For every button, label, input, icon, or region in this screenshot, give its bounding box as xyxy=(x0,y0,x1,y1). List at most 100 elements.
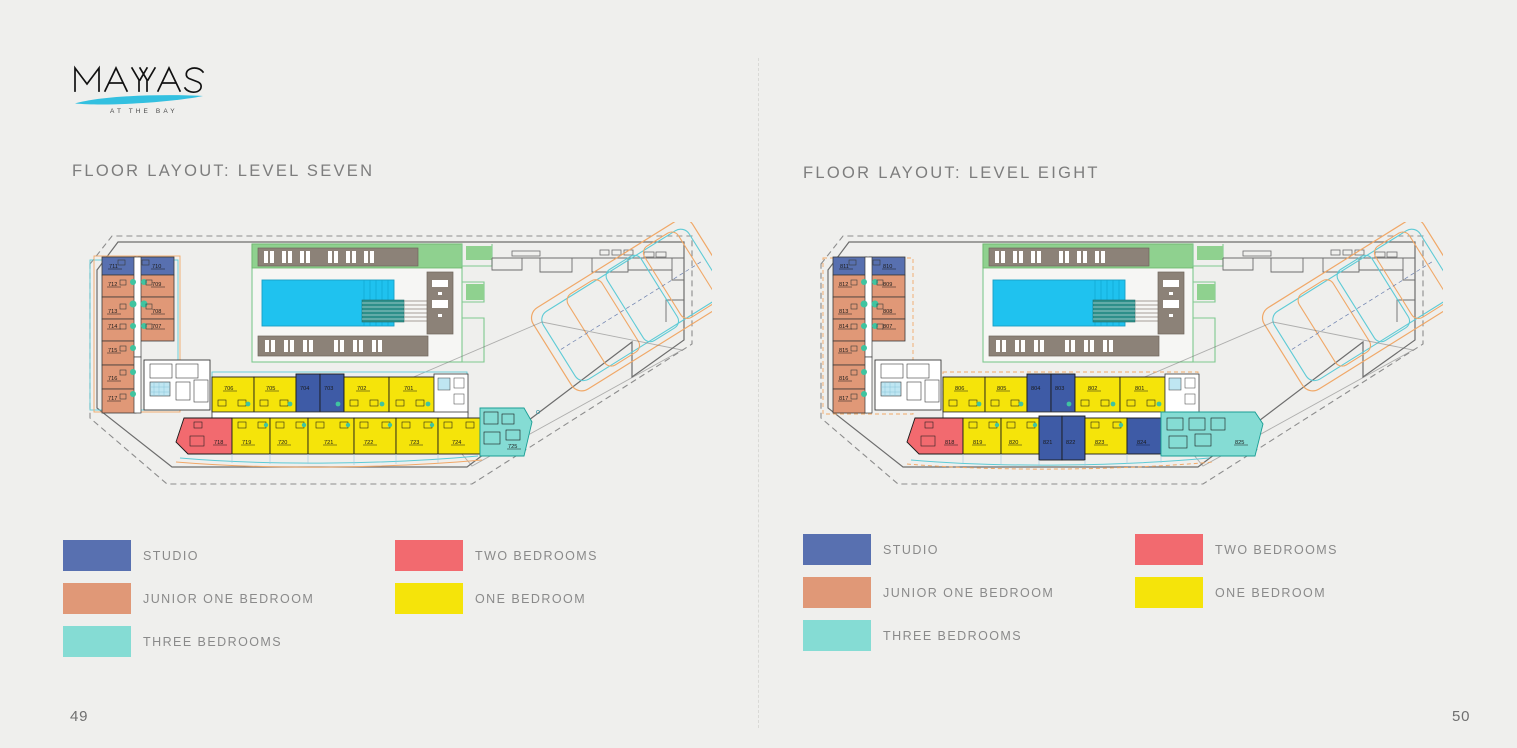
unit-row-north: 706 705 704 703 702 701 xyxy=(211,371,469,415)
svg-text:805: 805 xyxy=(997,386,1006,392)
page-title-level-eight: FLOOR LAYOUT: LEVEL EIGHT xyxy=(803,164,1100,182)
unit-706 xyxy=(211,376,255,413)
legend-label-junior-one-bedroom: JUNIOR ONE BEDROOM xyxy=(143,591,315,606)
svg-text:722: 722 xyxy=(364,440,373,446)
unit-707 xyxy=(137,318,175,342)
svg-text:723: 723 xyxy=(410,440,419,446)
legend-swatch-one-bedroom xyxy=(1135,577,1203,608)
unit-813 xyxy=(832,296,868,320)
site-boundary xyxy=(820,235,1424,485)
legend-swatch-studio xyxy=(803,534,871,565)
svg-text:704: 704 xyxy=(300,386,309,392)
unit-702 xyxy=(343,376,390,413)
legend-swatch-one-bedroom xyxy=(395,583,463,614)
svg-text:721: 721 xyxy=(324,440,333,446)
svg-text:823: 823 xyxy=(1095,440,1104,446)
unit-716 xyxy=(101,364,137,390)
site-boundary xyxy=(89,235,693,485)
unit-705 xyxy=(253,376,297,413)
floorplan-svg-level-eight: 811 810 812 809 813 808 814 807 815 xyxy=(820,222,1443,485)
amenity-deck xyxy=(251,243,493,363)
unit-825 xyxy=(1160,411,1264,457)
legend-item-three-bedrooms: THREE BEDROOMS xyxy=(63,626,314,657)
unit-801 xyxy=(1119,376,1166,413)
unit-row-south: 718 719 720 721 722 723 724 xyxy=(175,407,540,457)
svg-text:718: 718 xyxy=(214,440,223,446)
svg-text:724: 724 xyxy=(452,440,461,446)
svg-text:818: 818 xyxy=(945,440,954,446)
svg-text:720: 720 xyxy=(278,440,287,446)
unit-814 xyxy=(832,318,868,342)
unit-704 xyxy=(295,373,321,413)
svg-text:807: 807 xyxy=(883,324,892,330)
legend-label-two-bedrooms: TWO BEDROOMS xyxy=(475,548,598,563)
svg-text:713: 713 xyxy=(108,309,117,315)
svg-text:808: 808 xyxy=(883,309,892,315)
svg-text:824: 824 xyxy=(1137,440,1146,446)
legend-swatch-two-bedrooms xyxy=(1135,534,1203,565)
amenity-deck xyxy=(982,243,1224,363)
legend-swatch-two-bedrooms xyxy=(395,540,463,571)
page-number-left: 49 xyxy=(70,708,89,725)
logo-swoosh-icon xyxy=(75,95,203,105)
unit-806 xyxy=(942,376,986,413)
unit-label-711: 711 xyxy=(109,264,118,270)
svg-text:707: 707 xyxy=(152,324,161,330)
svg-text:804: 804 xyxy=(1031,386,1040,392)
svg-text:806: 806 xyxy=(955,386,964,392)
unit-724 xyxy=(437,417,481,455)
svg-text:801: 801 xyxy=(1135,386,1144,392)
logo-tagline: AT THE BAY xyxy=(110,108,178,115)
legend-item-junior-one-bedroom: JUNIOR ONE BEDROOM xyxy=(803,577,1054,608)
building-outline xyxy=(827,241,1416,468)
legend-swatch-junior-one-bedroom xyxy=(803,577,871,608)
svg-text:802: 802 xyxy=(1088,386,1097,392)
svg-text:701: 701 xyxy=(404,386,413,392)
unit-701 xyxy=(388,376,435,413)
svg-text:716: 716 xyxy=(108,376,117,382)
unit-label-811: 811 xyxy=(840,264,849,270)
legend-item-one-bedroom: ONE BEDROOM xyxy=(395,583,598,614)
legend-item-three-bedrooms: THREE BEDROOMS xyxy=(803,620,1054,651)
svg-text:814: 814 xyxy=(839,324,848,330)
svg-text:717: 717 xyxy=(108,396,117,402)
svg-text:815: 815 xyxy=(839,348,848,354)
service-strip xyxy=(1222,257,1416,322)
floorplan-level-seven[interactable]: 711 710 712 709 713 708 714 707 715 xyxy=(72,222,712,497)
unit-803 xyxy=(1050,373,1076,413)
legend-column-1: STUDIO JUNIOR ONE BEDROOM THREE BEDROOMS xyxy=(63,540,314,669)
unit-label-810: 810 xyxy=(883,264,892,270)
unit-719 xyxy=(231,417,271,455)
legend-column-1: STUDIO JUNIOR ONE BEDROOM THREE BEDROOMS xyxy=(803,534,1054,663)
legend-item-studio: STUDIO xyxy=(63,540,314,571)
legend-item-studio: STUDIO xyxy=(803,534,1054,565)
unit-824 xyxy=(1126,417,1162,455)
floorplan-level-eight[interactable]: 811 810 812 809 813 808 814 807 815 xyxy=(803,222,1443,497)
legend-label-studio: STUDIO xyxy=(883,542,939,557)
residential-wing-west: 811 810 812 809 813 808 814 807 815 xyxy=(822,256,914,415)
svg-text:705: 705 xyxy=(266,386,275,392)
svg-text:820: 820 xyxy=(1009,440,1018,446)
page-title-level-seven: FLOOR LAYOUT: LEVEL SEVEN xyxy=(72,162,375,180)
unit-713 xyxy=(101,296,137,320)
residential-wing-west: 711 710 712 709 713 708 714 707 715 xyxy=(89,255,181,414)
legend-swatch-three-bedrooms xyxy=(803,620,871,651)
unit-row-north: 806 805 804 803 802 801 xyxy=(942,371,1200,415)
unit-807 xyxy=(868,318,906,342)
svg-text:714: 714 xyxy=(108,324,117,330)
svg-text:708: 708 xyxy=(152,309,161,315)
legend-item-two-bedrooms: TWO BEDROOMS xyxy=(1135,534,1338,565)
svg-text:825: 825 xyxy=(1235,440,1244,446)
legend-swatch-studio xyxy=(63,540,131,571)
legend-swatch-junior-one-bedroom xyxy=(63,583,131,614)
unit-808 xyxy=(868,296,906,320)
legend-item-two-bedrooms: TWO BEDROOMS xyxy=(395,540,598,571)
legend-item-junior-one-bedroom: JUNIOR ONE BEDROOM xyxy=(63,583,314,614)
svg-text:703: 703 xyxy=(324,386,333,392)
legend-label-one-bedroom: ONE BEDROOM xyxy=(1215,585,1327,600)
svg-text:702: 702 xyxy=(357,386,366,392)
spread-divider xyxy=(758,58,759,728)
floorplan-svg-level-seven: 711 710 712 709 713 708 714 707 715 xyxy=(89,222,712,485)
legend-label-three-bedrooms: THREE BEDROOMS xyxy=(883,628,1023,643)
